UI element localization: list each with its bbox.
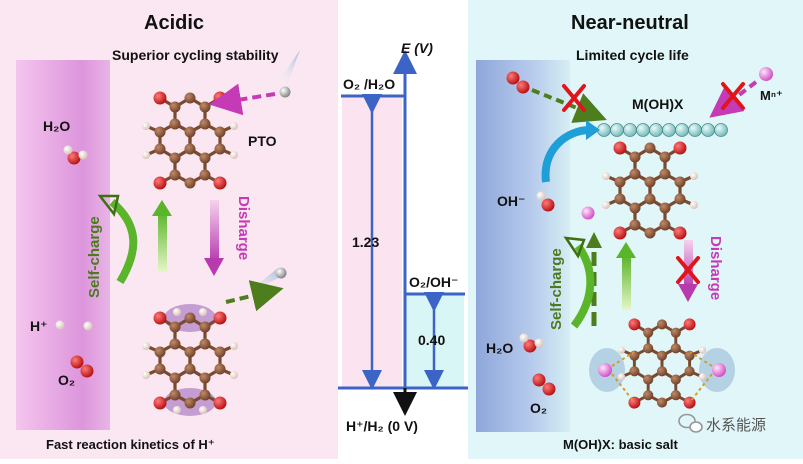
- metal-ion-sphere-icon-3: [598, 363, 612, 377]
- wechat-icon: [678, 413, 703, 433]
- potential-axis-label: E (V): [401, 40, 433, 56]
- self-charge-curve-2: [570, 243, 595, 329]
- self-charge-curve: [109, 198, 138, 285]
- hydroxide-curve-arrow: [541, 126, 591, 183]
- hydroxide-arrow-head: [586, 120, 600, 140]
- basic-salt-label: M(OH)X: [632, 96, 684, 112]
- neutral-electrode: [476, 60, 570, 432]
- acidic-oxygen-label: O₂: [58, 372, 76, 388]
- charge-arrow-shaft: [158, 212, 167, 272]
- coordination-bonds: [611, 351, 713, 403]
- neutral-water-label: H₂O: [486, 340, 514, 356]
- attack-arrow: [209, 83, 276, 116]
- hydroxide-icon: [541, 198, 555, 212]
- discharge-arrow-shaft-2: [684, 240, 693, 288]
- self-charge-head: [97, 194, 120, 217]
- acidic-electrode: [16, 60, 110, 430]
- acidic-water-label: H₂O: [43, 118, 71, 134]
- hydroxide-h: [536, 191, 546, 201]
- self-charge-dashed-head: [586, 232, 602, 248]
- release-arrow: [225, 280, 284, 312]
- hydroxide-label: OH⁻: [497, 193, 526, 209]
- discharge-arrow-shaft: [210, 200, 219, 262]
- neutral-gap-value: 0.40: [418, 332, 446, 348]
- acidic-title: Acidic: [144, 12, 205, 34]
- metal-ion-sphere-icon-4: [712, 363, 726, 377]
- charge-arrow-shaft-2: [622, 256, 631, 310]
- neutral-oxygen-label: O₂: [530, 400, 548, 416]
- particle-trail: [278, 50, 300, 88]
- proton-label: H⁺: [30, 318, 48, 334]
- metal-ion-arrow: [709, 80, 758, 118]
- discharge-arrow-head: [204, 258, 224, 276]
- acidic-self-charge-label: Self-charge: [86, 216, 103, 298]
- neutral-footer: M(OH)X: basic salt: [563, 437, 678, 452]
- pto-label: PTO: [248, 133, 277, 149]
- acidic-subtitle: Superior cycling stability: [112, 47, 279, 63]
- charge-arrow-head-2: [616, 242, 636, 258]
- discharge-arrow-head-2: [678, 284, 698, 302]
- neutral-discharge-label: Disharge: [707, 236, 724, 301]
- attached-protons: [173, 308, 207, 414]
- metal-ion-label: Mⁿ⁺: [760, 88, 783, 103]
- neutral-self-charge-label: Self-charge: [548, 248, 565, 330]
- grey-particle-icon: [279, 86, 291, 98]
- metal-ion-sphere-icon: [759, 67, 773, 81]
- acidic-discharge-label: Disharge: [235, 196, 252, 261]
- acidic-gap-value: 1.23: [352, 234, 380, 250]
- neutral-title: Near-neutral: [571, 12, 689, 34]
- metal-ion-sphere-icon-2: [581, 206, 595, 220]
- proton-icon-2: [83, 321, 93, 331]
- neutral-subtitle: Limited cycle life: [576, 47, 689, 63]
- o2-oh-label: O₂/OH⁻: [409, 274, 459, 290]
- o2-h2o-label: O₂ /H₂O: [343, 76, 396, 92]
- self-charge-head-2: [563, 236, 586, 259]
- charge-arrow-head: [152, 200, 172, 216]
- baseline-label: H⁺/H₂ (0 V): [346, 418, 418, 434]
- watermark-text: 水系能源: [706, 416, 767, 434]
- basic-salt-chain: [597, 123, 728, 137]
- acidic-footer: Fast reaction kinetics of H⁺: [46, 437, 215, 452]
- proton-icon: [55, 320, 65, 330]
- grey-particle-icon-2: [275, 267, 287, 279]
